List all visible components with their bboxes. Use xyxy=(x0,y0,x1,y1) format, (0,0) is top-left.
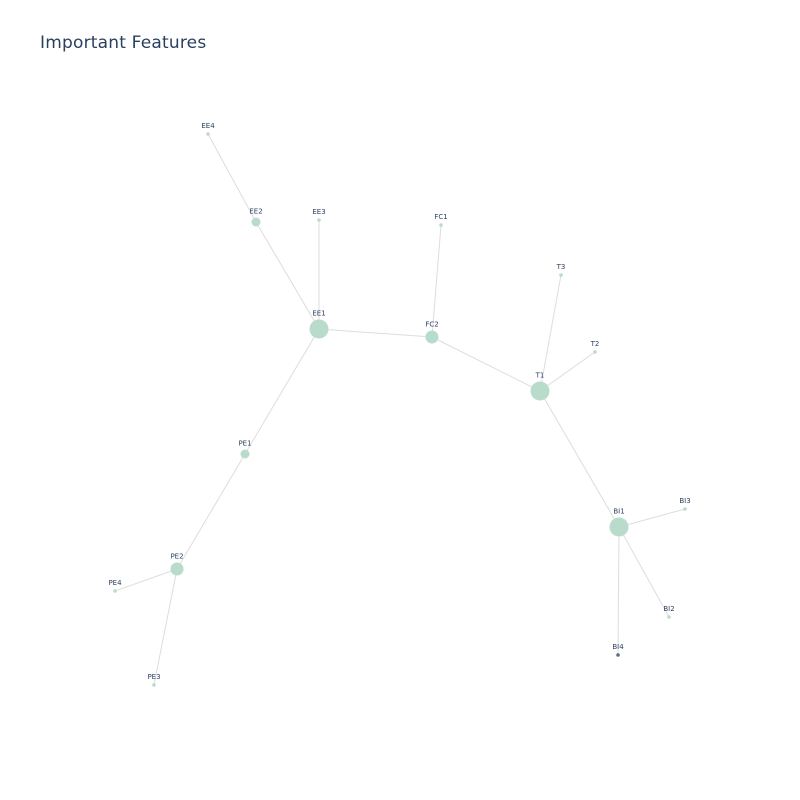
node-label-fc2: FC2 xyxy=(425,321,438,329)
node-t2[interactable] xyxy=(593,350,597,354)
node-ee2[interactable] xyxy=(251,217,261,227)
edge-pe2-pe4 xyxy=(114,568,178,592)
node-pe1[interactable] xyxy=(240,449,250,459)
node-label-pe4: PE4 xyxy=(108,579,122,587)
node-fc2[interactable] xyxy=(425,330,439,344)
edge-pe1-pe2 xyxy=(176,453,246,570)
edge-bi1-bi4 xyxy=(617,526,620,656)
edge-ee2-ee1 xyxy=(255,221,320,330)
node-label-ee4: EE4 xyxy=(201,122,215,130)
node-t3[interactable] xyxy=(559,273,563,277)
node-label-t3: T3 xyxy=(556,263,566,271)
node-label-pe1: PE1 xyxy=(238,440,251,448)
node-label-bi3: BI3 xyxy=(679,497,690,505)
node-label-bi2: BI2 xyxy=(663,605,674,613)
nodes-layer xyxy=(113,132,687,687)
node-bi1[interactable] xyxy=(609,517,629,537)
edge-ee1-pe1 xyxy=(244,328,320,455)
edge-t2-t1 xyxy=(539,351,596,392)
node-pe2[interactable] xyxy=(170,562,184,576)
edge-t1-bi1 xyxy=(539,390,620,528)
node-label-t2: T2 xyxy=(590,340,600,348)
edges-layer xyxy=(114,133,686,686)
node-label-bi4: BI4 xyxy=(612,643,624,651)
edge-ee4-ee2 xyxy=(207,133,257,223)
edge-fc2-t1 xyxy=(431,336,541,392)
node-label-ee2: EE2 xyxy=(249,208,262,216)
node-label-pe2: PE2 xyxy=(170,553,183,561)
node-bi4[interactable] xyxy=(616,653,620,657)
edge-ee1-fc2 xyxy=(318,328,433,338)
edge-t3-t1 xyxy=(539,274,562,392)
node-label-fc1: FC1 xyxy=(434,213,447,221)
node-label-bi1: BI1 xyxy=(613,508,624,516)
edge-pe2-pe3 xyxy=(153,568,178,686)
node-t1[interactable] xyxy=(530,381,550,401)
node-bi2[interactable] xyxy=(667,615,671,619)
node-label-ee1: EE1 xyxy=(312,310,325,318)
node-pe4[interactable] xyxy=(113,589,117,593)
chart-title: Important Features xyxy=(40,33,207,53)
node-ee1[interactable] xyxy=(309,319,329,339)
edge-bi1-bi2 xyxy=(618,526,670,618)
node-pe3[interactable] xyxy=(152,683,156,687)
node-fc1[interactable] xyxy=(439,223,443,227)
edge-bi1-bi3 xyxy=(618,508,686,528)
node-label-ee3: EE3 xyxy=(312,208,325,216)
node-label-t1: T1 xyxy=(535,372,545,380)
node-ee3[interactable] xyxy=(317,218,321,222)
node-bi3[interactable] xyxy=(683,507,687,511)
node-ee4[interactable] xyxy=(206,132,210,136)
edge-fc1-fc2 xyxy=(431,224,442,338)
node-label-pe3: PE3 xyxy=(147,673,160,681)
